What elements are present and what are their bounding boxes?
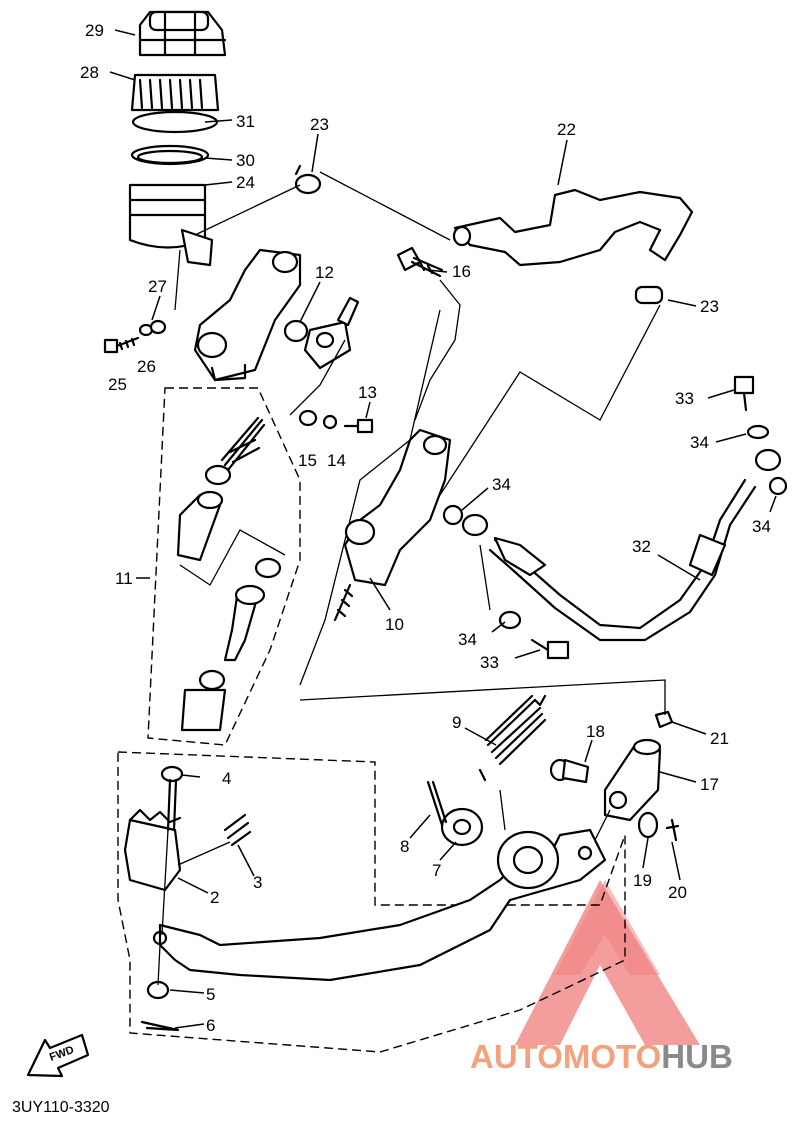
callout-23a: 23 (310, 115, 329, 134)
reservoir-body-24 (128, 183, 214, 267)
nut-21 (654, 710, 674, 729)
callout-12: 12 (315, 263, 334, 282)
washer-19 (637, 811, 659, 839)
o-ring-30 (130, 144, 210, 166)
boot (180, 688, 227, 732)
washer-15 (298, 409, 318, 427)
cotter-pin-20 (665, 818, 680, 842)
callout-29: 29 (85, 21, 104, 40)
piston (176, 490, 224, 562)
watermark-text-hub: HUB (661, 1038, 733, 1075)
bolt-16 (396, 246, 444, 278)
push-rod (223, 584, 266, 662)
callout-13: 13 (358, 383, 377, 402)
internals-link-line (179, 529, 286, 586)
callout-11: 11 (115, 569, 133, 588)
diagram-code: 3UY110-3320 (12, 1099, 110, 1116)
hose-clip-23a (294, 164, 322, 195)
forward-arrow-icon: FWD (26, 1033, 90, 1078)
pedal-tip-2 (123, 808, 182, 892)
callout-22: 22 (557, 120, 576, 139)
callout-8: 8 (400, 837, 409, 856)
washer-34d (498, 610, 522, 630)
return-spring-9 (478, 694, 547, 782)
callout-34c: 34 (752, 517, 771, 536)
clevis-17 (603, 738, 662, 822)
washer-14 (322, 414, 338, 430)
callout-2: 2 (210, 888, 219, 907)
callout-34b: 34 (492, 475, 511, 494)
callout-26: 26 (137, 357, 156, 376)
callout-14: 14 (327, 451, 346, 470)
callout-34a: 34 (690, 433, 709, 452)
callout-16: 16 (452, 262, 471, 281)
callout-9: 9 (452, 713, 461, 732)
spring-3 (223, 813, 252, 847)
callout-34d: 34 (458, 630, 477, 649)
screw-13 (343, 418, 374, 434)
callout-7: 7 (432, 861, 441, 880)
callout-20: 20 (668, 883, 687, 902)
hose-joint (303, 296, 360, 370)
callout-21: 21 (710, 729, 729, 748)
reservoir-hose-22 (452, 188, 694, 267)
master-cylinder-body-left (193, 248, 302, 382)
watermark-logo (515, 880, 700, 1045)
callout-19: 19 (633, 871, 652, 890)
callout-10: 10 (385, 615, 404, 634)
callout-5: 5 (206, 985, 215, 1004)
callout-6: 6 (206, 1016, 215, 1035)
callout-24: 24 (236, 173, 255, 192)
pin-4 (160, 765, 184, 832)
spring (220, 416, 266, 472)
callout-32: 32 (632, 537, 651, 556)
callout-23b: 23 (700, 297, 719, 316)
washer-34b (768, 476, 788, 496)
cup-small (254, 557, 282, 579)
brake-hose-32 (488, 448, 782, 642)
hose-clip-23b (634, 285, 664, 305)
cup-seal (204, 464, 232, 486)
reservoir-ring-28 (130, 73, 220, 112)
callout-18: 18 (586, 722, 605, 741)
reservoir-area-outline (299, 309, 441, 686)
brake-pedal-group-boundary (117, 751, 626, 1053)
callout-15: 15 (298, 451, 317, 470)
callout-4: 4 (222, 769, 231, 788)
pin-18 (549, 758, 590, 784)
callout-labels: 29 28 31 30 24 23 22 27 12 16 23 25 26 1… (80, 21, 771, 1035)
callout-25: 25 (108, 375, 127, 394)
callout-28: 28 (80, 63, 99, 82)
cotter-pin-8 (426, 780, 448, 827)
watermark-text: AUTOMOTOHUB (470, 1038, 733, 1075)
master-cylinder-10 (333, 428, 452, 622)
washer-34a (746, 424, 770, 440)
washer-34c (442, 504, 464, 526)
master-cylinder-group-boundary (147, 387, 301, 746)
leader-lines (109, 29, 777, 1029)
locknut (198, 669, 226, 691)
watermark-text-automoto: AUTOMOTO (470, 1038, 661, 1075)
callout-31: 31 (236, 112, 255, 131)
callout-33b: 33 (480, 653, 499, 672)
washer-7 (440, 807, 484, 847)
callout-27: 27 (148, 277, 167, 296)
o-ring-12 (283, 319, 309, 343)
washer-27 (149, 319, 167, 335)
diaphragm-31 (131, 110, 219, 134)
reservoir-cap-29 (138, 10, 227, 57)
banjo-bolt-33a (733, 375, 755, 412)
cotter-pin-6 (140, 1020, 180, 1032)
callout-17: 17 (700, 775, 719, 794)
brake-pedal (152, 828, 607, 982)
banjo-bolt-33b (530, 638, 570, 660)
callout-33a: 33 (675, 389, 694, 408)
bolt-25 (103, 336, 140, 354)
callout-30: 30 (236, 151, 255, 170)
banjo-fitting (461, 513, 547, 577)
callout-3: 3 (253, 873, 262, 892)
